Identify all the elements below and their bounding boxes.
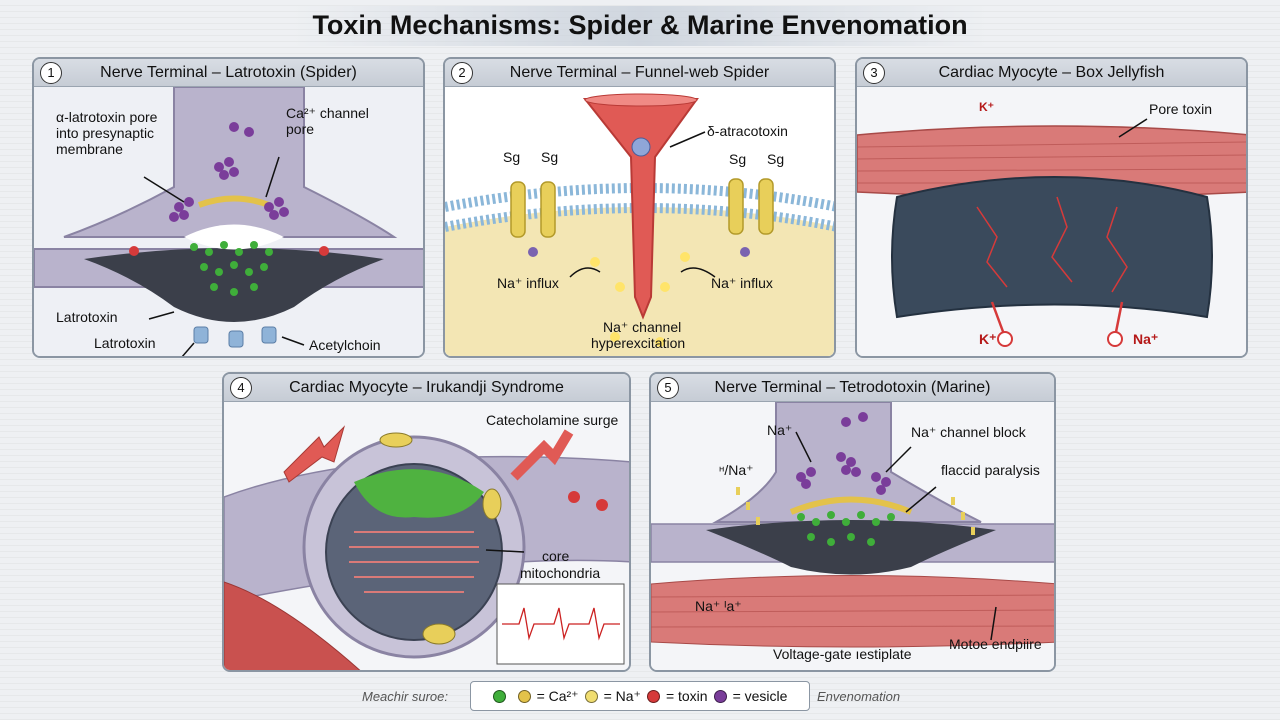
legend-swatch-vesicle [714, 690, 727, 703]
label-latrotoxin-2: Latrotoxin [94, 335, 155, 351]
legend: = Ca²⁺ = Na⁺ = toxin = vesicle [470, 681, 810, 711]
panel-header: 1 Nerve Terminal – Latrotoxin (Spider) [34, 59, 423, 87]
panel-header: 4 Cardiac Myocyte – Irukandji Syndrome [224, 374, 629, 402]
label-sg-2: Sg [541, 149, 558, 165]
legend-label-4: = vesicle [733, 688, 788, 704]
label-pore-2: into presynaptic [56, 125, 154, 141]
legend-label-3: = toxin [666, 688, 708, 704]
panel-title: Cardiac Myocyte – Box Jellyfish [939, 64, 1165, 81]
label-na-bottom: Na⁺ [1133, 331, 1158, 347]
panel-title: Nerve Terminal – Tetrodotoxin (Marine) [715, 379, 991, 396]
panel-header: 5 Nerve Terminal – Tetrodotoxin (Marine) [651, 374, 1054, 402]
label-na-channel: Na⁺ channel [603, 319, 681, 335]
panel-title: Cardiac Myocyte – Irukandji Syndrome [289, 379, 564, 396]
panel-irukandji: 4 Cardiac Myocyte – Irukandji Syndrome [222, 372, 631, 672]
panel-tetrodotoxin: 5 Nerve Terminal – Tetrodotoxin (Marine) [649, 372, 1056, 672]
panel-number: 5 [657, 377, 679, 399]
panel-title: Nerve Terminal – Latrotoxin (Spider) [100, 64, 357, 81]
label-k-top: K⁺ [979, 99, 994, 115]
label-na-influx-right: Na⁺ influx [711, 275, 773, 291]
label-atracotoxin: δ-atracotoxin [707, 123, 788, 139]
label-ca-channel: Ca²⁺ channel [286, 105, 369, 121]
label-mitochondria: mitochondria [520, 565, 600, 581]
label-sg-1: Sg [503, 149, 520, 165]
panel-latrotoxin: 1 Nerve Terminal – Latrotoxin (Spider) [32, 57, 425, 358]
label-motor-endplate: Motoe endpiire [949, 636, 1042, 652]
label-sg-4: Sg [767, 151, 784, 167]
panel-title: Nerve Terminal – Funnel-web Spider [510, 64, 769, 81]
label-na-top: Na⁺ [767, 422, 792, 438]
tetrodotoxin-diagram [651, 402, 1056, 672]
box-jellyfish-diagram [857, 87, 1248, 358]
legend-swatch-toxin [647, 690, 660, 703]
panel-number: 1 [40, 62, 62, 84]
label-acetylcholine: Acetylchoin [309, 337, 381, 353]
page-title: Toxin Mechanisms: Spider & Marine Enveno… [0, 10, 1280, 41]
label-pore-3: membrane [56, 141, 123, 157]
legend-prefix: Meachir suroe: [362, 689, 448, 704]
legend-swatch-ca [518, 690, 531, 703]
label-na-influx-left: Na⁺ influx [497, 275, 559, 291]
label-pore: α-latrotoxin pore [56, 109, 157, 125]
label-pore-toxin: Pore toxin [1149, 101, 1212, 117]
legend-swatch-na [585, 690, 598, 703]
panel-header: 2 Nerve Terminal – Funnel-web Spider [445, 59, 834, 87]
label-flaccid-paralysis: flaccid paralysis [941, 462, 1040, 478]
legend-swatch-green [493, 690, 506, 703]
label-k-bottom: K⁺ [979, 331, 997, 347]
label-na-muscle: Na⁺ ᴵa⁺ [695, 598, 742, 614]
legend-suffix: Envenomation [817, 689, 900, 704]
label-sg-3: Sg [729, 151, 746, 167]
panel-number: 4 [230, 377, 252, 399]
label-na-channel-block: Na⁺ channel block [911, 424, 1026, 440]
label-voltage-gate: Voltage-gate ıestiplate [773, 646, 912, 662]
label-ca-pore: pore [286, 121, 314, 137]
panel-box-jellyfish: 3 Cardiac Myocyte – Box Jellyfish K⁺ Por… [855, 57, 1248, 358]
irukandji-diagram [224, 402, 631, 672]
label-core: core [542, 548, 569, 564]
legend-label-1: = Ca²⁺ [537, 688, 579, 705]
panel-number: 3 [863, 62, 885, 84]
panel-funnel-web: 2 Nerve Terminal – Funnel-web Spider [443, 57, 836, 358]
label-latrotoxin: Latrotoxin [56, 309, 117, 325]
label-catecholamine: Catecholamine surge [486, 412, 618, 428]
panel-number: 2 [451, 62, 473, 84]
legend-label-2: = Na⁺ [604, 688, 641, 705]
panel-header: 3 Cardiac Myocyte – Box Jellyfish [857, 59, 1246, 87]
label-hyperexcitation: hyperexcitation [591, 335, 685, 351]
label-k-na: ᵸ/Na⁺ [719, 462, 754, 478]
